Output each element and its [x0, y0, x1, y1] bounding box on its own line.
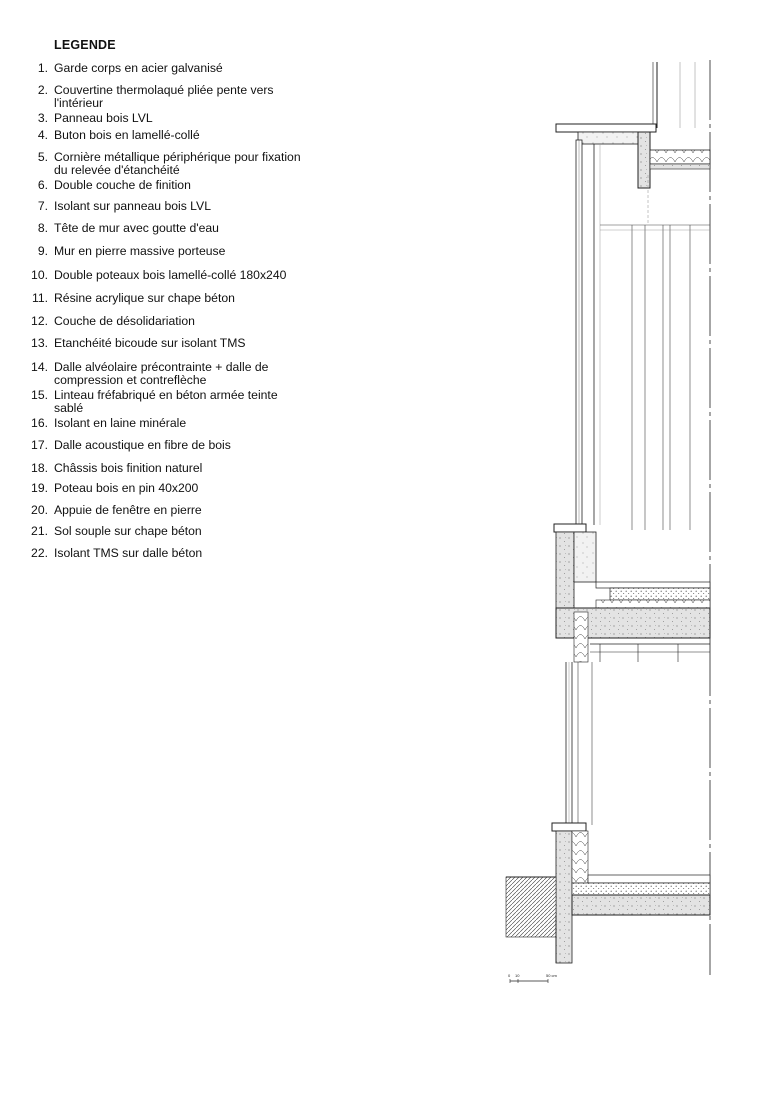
legend-item-label: Dalle alvéolaire précontrainte + dalle d…	[54, 359, 269, 387]
lower-wall	[551, 662, 593, 832]
legend-item: 3. Panneau bois LVL	[30, 110, 310, 126]
legend-item: 15. Linteau fréfabriqué en béton armée te…	[30, 387, 310, 416]
scale-label-start: 0	[508, 973, 511, 978]
legend-item-label: Dalle acoustique en fibre de bois	[54, 438, 231, 452]
legend-item: 14. Dalle alvéolaire précontrainte + dall…	[30, 359, 310, 388]
legend: LEGENDE 1. Garde corps en acier galvanisé…	[30, 38, 310, 560]
ground-slab	[505, 830, 711, 964]
legend-item-number: 21.	[31, 524, 48, 538]
legend-item-label: Cornière métallique périphérique pour fi…	[54, 149, 301, 177]
legend-item-label: Châssis bois finition naturel	[54, 460, 203, 475]
legend-item-label: Isolant TMS sur dalle béton	[54, 545, 203, 560]
legend-item-number: 1.	[37, 61, 48, 75]
legend-item: 19. Poteau bois en pin 40x200	[30, 481, 310, 496]
legend-item-label: Tête de mur avec goutte d'eau	[54, 220, 219, 235]
legend-item: 7. Isolant sur panneau bois LVL	[30, 199, 310, 214]
legend-item: 13. Etanchéité bicoude sur isolant TMS	[30, 336, 310, 351]
legend-item-number: 22.	[31, 545, 48, 560]
legend-item-number: 7.	[37, 199, 48, 213]
scale-label-mid: 10	[515, 973, 520, 978]
legend-item: 11. Résine acrylique sur chape béton	[30, 291, 310, 306]
legend-item-number: 12.	[31, 313, 48, 328]
legend-item: 18. Châssis bois finition naturel	[30, 460, 310, 476]
legend-item-number: 11.	[31, 291, 48, 305]
legend-item-label: Couche de désolidariation	[54, 313, 195, 328]
legend-item: 6. Double couche de finition	[30, 177, 310, 193]
legend-item-number: 18.	[31, 460, 48, 475]
legend-item-number: 8.	[37, 220, 48, 235]
legend-item-label: Couvertine thermolaqué pliée pente vers …	[54, 82, 274, 110]
legend-item-number: 17.	[31, 438, 48, 452]
legend-item-number: 13.	[31, 336, 48, 350]
legend-item-label: Double poteaux bois lamellé-collé 180x24…	[54, 267, 287, 282]
legend-item-label: Etanchéité bicoude sur isolant TMS	[54, 336, 246, 350]
legend-item-number: 2.	[37, 82, 48, 97]
legend-item-number: 15.	[31, 387, 48, 402]
legend-item: 16. Isolant en laine minérale	[30, 415, 310, 431]
legend-item: 21. Sol souple sur chape béton	[30, 524, 310, 539]
legend-item: 22. Isolant TMS sur dalle béton	[30, 545, 310, 561]
legend-item-label: Double couche de finition	[54, 177, 191, 192]
legend-item: 20. Appuie de fenêtre en pierre	[30, 502, 310, 518]
legend-item-number: 19.	[31, 481, 48, 495]
legend-item: 4. Buton bois en lamellé-collé	[30, 128, 310, 143]
legend-item-label: Panneau bois LVL	[54, 110, 153, 125]
legend-item-label: Garde corps en acier galvanisé	[54, 61, 223, 75]
upper-window	[575, 139, 710, 530]
legend-list: 1. Garde corps en acier galvanisé 2. Couve…	[30, 61, 310, 561]
legend-item-label: Isolant en laine minérale	[54, 415, 187, 430]
scale-bar: 0 10 50 cm	[508, 973, 558, 983]
legend-item-number: 4.	[37, 128, 48, 142]
legend-item-label: Appuie de fenêtre en pierre	[54, 502, 202, 517]
legend-item-label: Linteau fréfabriqué en béton armée teint…	[54, 387, 278, 415]
legend-item-number: 14.	[31, 359, 48, 374]
legend-item-number: 16.	[31, 415, 48, 430]
legend-item-label: Buton bois en lamellé-collé	[54, 128, 200, 142]
legend-item: 9. Mur en pierre massive porteuse	[30, 244, 310, 259]
legend-item: 12. Couche de désolidariation	[30, 313, 310, 329]
legend-item-label: Poteau bois en pin 40x200	[54, 481, 199, 495]
legend-item-label: Isolant sur panneau bois LVL	[54, 199, 211, 213]
legend-item: 1. Garde corps en acier galvanisé	[30, 61, 310, 76]
legend-item-number: 3.	[37, 110, 48, 125]
legend-item: 17. Dalle acoustique en fibre de bois	[30, 438, 310, 453]
legend-item-number: 9.	[37, 244, 48, 258]
roof-edge	[555, 60, 711, 975]
legend-item: 5. Cornière métallique périphérique pour …	[30, 149, 310, 178]
legend-item-number: 20.	[31, 502, 48, 517]
scale-label-end: 50 cm	[546, 973, 558, 978]
legend-item: 10. Double poteaux bois lamellé-collé 180…	[30, 267, 310, 283]
legend-title: LEGENDE	[54, 38, 116, 52]
legend-item: 2. Couvertine thermolaqué pliée pente ver…	[30, 82, 310, 111]
floor-slab	[553, 523, 711, 663]
legend-item-label: Résine acrylique sur chape béton	[54, 291, 235, 305]
legend-item-label: Mur en pierre massive porteuse	[54, 244, 226, 258]
legend-item-number: 6.	[37, 177, 48, 192]
legend-item-number: 10.	[31, 267, 48, 282]
legend-item-number: 5.	[37, 149, 48, 164]
legend-item-label: Sol souple sur chape béton	[54, 524, 202, 538]
legend-item: 8. Tête de mur avec goutte d'eau	[30, 220, 310, 236]
